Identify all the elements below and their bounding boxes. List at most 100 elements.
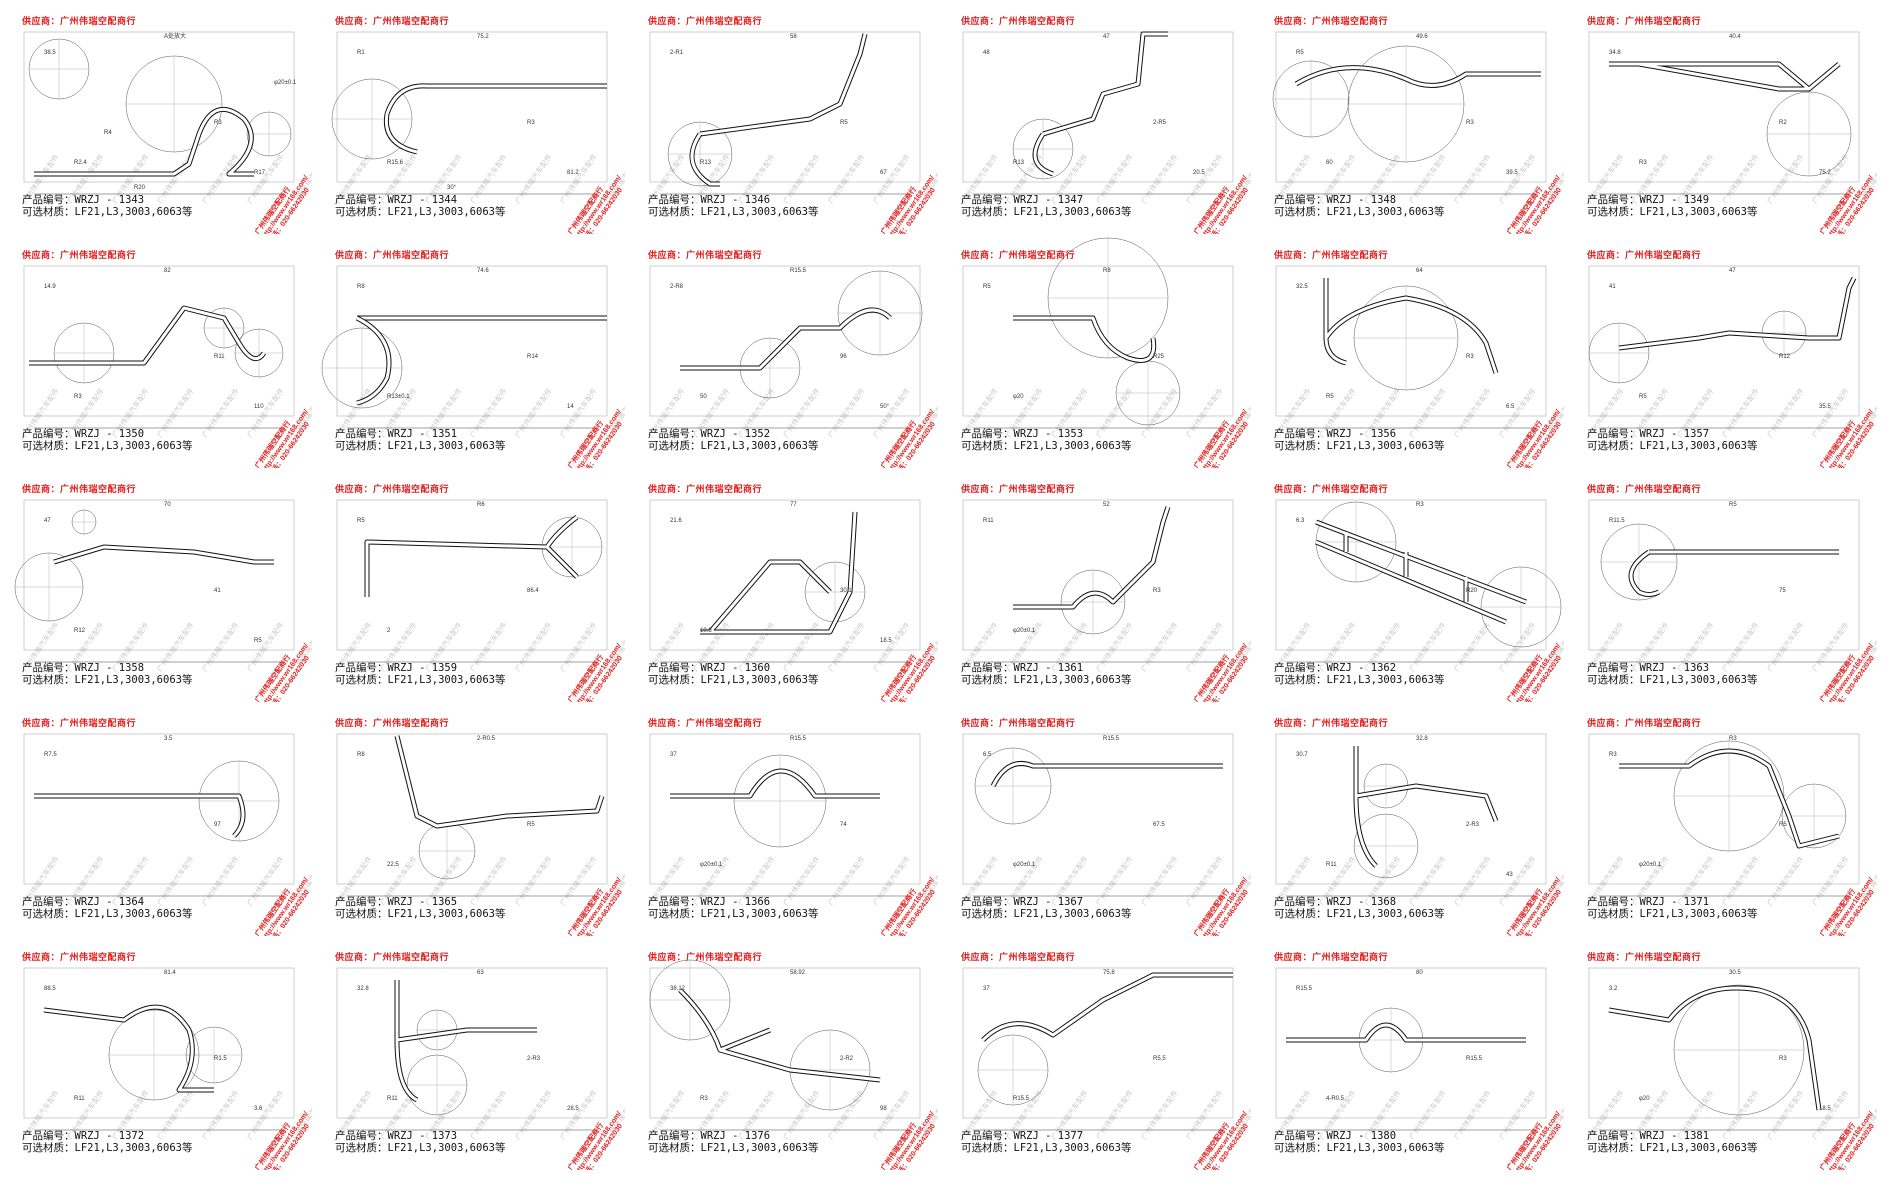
dimension-label: φ20±0.1 bbox=[1013, 628, 1036, 634]
dimension-label: R13 bbox=[1013, 160, 1025, 166]
dimension-frame bbox=[649, 265, 921, 417]
product-cell: 广州伟瑞汽车配件广州伟瑞汽车配件广州伟瑞汽车配件广州伟瑞汽车配件广州伟瑞汽车配件… bbox=[626, 936, 938, 1170]
dimension-label: 47 bbox=[44, 518, 51, 524]
product-code: 产品编号：WRZJ - 1368 bbox=[1274, 896, 1397, 908]
supplier-label: 供应商：广州伟瑞空配商行 bbox=[335, 484, 450, 494]
profile-fill bbox=[670, 769, 880, 798]
dimension-label: R3 bbox=[1609, 752, 1617, 758]
dimension-label: R15.5 bbox=[790, 268, 807, 274]
dimension-label: 52 bbox=[1103, 502, 1110, 508]
profile-fill bbox=[699, 33, 867, 136]
dimension-label: 60 bbox=[1326, 160, 1333, 166]
dimension-frame bbox=[962, 733, 1234, 885]
profile-fill bbox=[1295, 66, 1541, 87]
dimension-label: R15.5 bbox=[1466, 1056, 1483, 1062]
dimension-label: R20 bbox=[134, 185, 146, 191]
dimension-frame bbox=[336, 967, 608, 1119]
product-caption: 产品编号：WRZJ - 1353 可选材质：LF21,L3,3003,6063等 bbox=[961, 428, 1131, 452]
dimension-label: 14 bbox=[567, 404, 574, 410]
profile-outline bbox=[700, 511, 858, 635]
product-code: 产品编号：WRZJ - 1346 bbox=[648, 194, 771, 206]
dimension-frame bbox=[962, 31, 1234, 183]
supplier-label: 供应商：广州伟瑞空配商行 bbox=[648, 718, 763, 728]
dimension-label: 10.8 bbox=[700, 628, 712, 634]
supplier-label: 供应商：广州伟瑞空配商行 bbox=[961, 718, 1076, 728]
product-material: 可选材质：LF21,L3,3003,6063等 bbox=[335, 674, 506, 686]
product-material: 可选材质：LF21,L3,3003,6063等 bbox=[1274, 908, 1445, 920]
product-material: 可选材质：LF21,L3,3003,6063等 bbox=[648, 440, 819, 452]
profile-fill bbox=[1033, 133, 1054, 176]
product-cell: 广州伟瑞汽车配件广州伟瑞汽车配件广州伟瑞汽车配件广州伟瑞汽车配件广州伟瑞汽车配件… bbox=[0, 702, 312, 936]
product-cell: 广州伟瑞汽车配件广州伟瑞汽车配件广州伟瑞汽车配件广州伟瑞汽车配件广州伟瑞汽车配件… bbox=[939, 0, 1251, 234]
product-material: 可选材质：LF21,L3,3003,6063等 bbox=[1587, 908, 1758, 920]
supplier-label: 供应商：广州伟瑞空配商行 bbox=[335, 16, 450, 26]
product-material: 可选材质：LF21,L3,3003,6063等 bbox=[22, 908, 193, 920]
product-code: 产品编号：WRZJ - 1347 bbox=[961, 194, 1084, 206]
product-code: 产品编号：WRZJ - 1381 bbox=[1587, 1130, 1710, 1142]
dimension-label: R15.5 bbox=[1296, 986, 1313, 992]
dimension-label: 58 bbox=[790, 34, 797, 40]
product-caption: 产品编号：WRZJ - 1362 可选材质：LF21,L3,3003,6063等 bbox=[1274, 662, 1444, 686]
product-material: 可选材质：LF21,L3,3003,6063等 bbox=[335, 206, 506, 218]
product-cell: 广州伟瑞汽车配件广州伟瑞汽车配件广州伟瑞汽车配件广州伟瑞汽车配件广州伟瑞汽车配件… bbox=[939, 468, 1251, 702]
profile-fill bbox=[384, 113, 418, 154]
product-caption: 产品编号：WRZJ - 1344 可选材质：LF21,L3,3003,6063等 bbox=[335, 194, 505, 218]
dimension-label: 39.5 bbox=[1506, 170, 1518, 176]
dimension-label: 20.5 bbox=[1193, 170, 1205, 176]
product-material: 可选材质：LF21,L3,3003,6063等 bbox=[22, 206, 193, 218]
dimension-label: 2-R8 bbox=[670, 284, 684, 290]
dimension-label: 3.5 bbox=[164, 736, 173, 742]
dimension-label: R17 bbox=[254, 170, 266, 176]
profile-outline bbox=[699, 33, 868, 137]
product-caption: 产品编号：WRZJ - 1351 可选材质：LF21,L3,3003,6063等 bbox=[335, 428, 505, 452]
product-cell: 广州伟瑞汽车配件广州伟瑞汽车配件广州伟瑞汽车配件广州伟瑞汽车配件广州伟瑞汽车配件… bbox=[1252, 0, 1564, 234]
product-code: 产品编号：WRZJ - 1350 bbox=[22, 428, 145, 440]
dimension-label: R5 bbox=[1779, 822, 1787, 828]
dimension-label: 96 bbox=[840, 354, 847, 360]
dimension-label: 82 bbox=[164, 268, 171, 274]
product-material: 可选材质：LF21,L3,3003,6063等 bbox=[22, 440, 193, 452]
profile-outline bbox=[1013, 506, 1171, 610]
dimension-label: R5 bbox=[527, 822, 535, 828]
supplier-label: 供应商：广州伟瑞空配商行 bbox=[1587, 16, 1702, 26]
product-material: 可选材质：LF21,L3,3003,6063等 bbox=[1274, 1142, 1445, 1154]
dimension-label: 14.9 bbox=[44, 284, 56, 290]
dimension-label: 41 bbox=[214, 588, 221, 594]
dimension-label: R12 bbox=[1779, 354, 1791, 360]
product-cell: 广州伟瑞汽车配件广州伟瑞汽车配件广州伟瑞汽车配件广州伟瑞汽车配件广州伟瑞汽车配件… bbox=[1565, 936, 1877, 1170]
dimension-frame bbox=[1275, 967, 1547, 1119]
dimension-frame bbox=[1588, 265, 1860, 417]
product-cell: 广州伟瑞汽车配件广州伟瑞汽车配件广州伟瑞汽车配件广州伟瑞汽车配件广州伟瑞汽车配件… bbox=[626, 702, 938, 936]
product-material: 可选材质：LF21,L3,3003,6063等 bbox=[648, 1142, 819, 1154]
product-code: 产品编号：WRZJ - 1365 bbox=[335, 896, 458, 908]
dimension-label: R5 bbox=[983, 284, 991, 290]
dimension-label: 75 bbox=[1779, 588, 1786, 594]
dimension-label: R8 bbox=[357, 284, 365, 290]
product-code: 产品编号：WRZJ - 1351 bbox=[335, 428, 458, 440]
supplier-label: 供应商：广州伟瑞空配商行 bbox=[335, 952, 450, 962]
product-code: 产品编号：WRZJ - 1376 bbox=[648, 1130, 771, 1142]
dimension-label: 34.8 bbox=[1609, 50, 1621, 56]
dimension-label: R8 bbox=[357, 752, 365, 758]
profile-outline bbox=[29, 305, 267, 366]
profile-fill bbox=[43, 1005, 214, 1092]
product-code: 产品编号：WRZJ - 1353 bbox=[961, 428, 1084, 440]
